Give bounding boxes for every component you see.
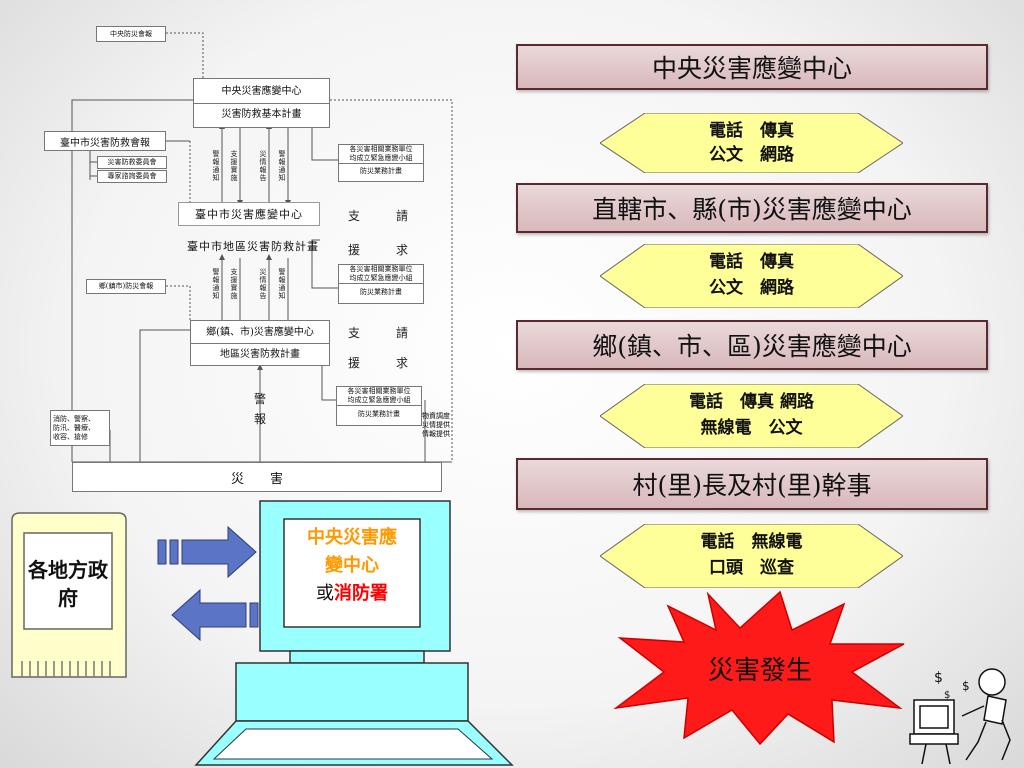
rescue-item-3: 收容、搶修 — [53, 432, 88, 441]
unit-box-2-line2: 均成立緊急應變小組 — [339, 274, 423, 284]
town-center-label: 鄉(鎮、市)災害應變中心 — [191, 322, 329, 344]
logistics-item-1: 物資調度 — [422, 412, 450, 420]
unit-box-3-plan: 防災業務計畫 — [358, 410, 400, 418]
svg-text:$: $ — [944, 690, 950, 701]
comm-hex-2-line2: 公文 網路 — [709, 278, 794, 298]
disaster-burst: 災害發生 — [612, 590, 908, 746]
unit-box-1-plan: 防災業務計畫 — [360, 167, 402, 175]
lower-v-3: 災情報告 — [259, 268, 267, 300]
unit-box-2-plan: 防災業務計畫 — [360, 288, 402, 296]
unit-box-1-line1: 各災害相關業務單位 — [349, 145, 413, 153]
disaster-occur-label: 災害發生 — [707, 656, 812, 686]
comm-hex-4-line1: 電話 無線電 — [700, 532, 803, 552]
computer-illustration — [11, 500, 514, 766]
logistics-item-2: 災情提供 — [422, 421, 450, 429]
banner-central-center: 中央災害應變中心 — [516, 44, 988, 90]
screen-text: 中央災害應 變中心 或消防署 — [284, 524, 420, 608]
upper-v-2: 支援實施 — [230, 150, 238, 182]
comm-hex-3-line2: 無線電 公文 — [700, 418, 803, 438]
support-1: 支 — [348, 209, 361, 223]
svg-text:$: $ — [962, 679, 970, 693]
rescue-list-box: 消防、警察、 防汛、醫療、 收容、搶修 — [50, 410, 110, 446]
unit-box-3-line1: 各災害相關業務單位 — [347, 387, 411, 395]
disaster-box: 災 害 — [72, 462, 442, 492]
town-plan-label: 地區災害防救計畫 — [220, 348, 300, 360]
central-council-box: 中央防災會報 — [96, 26, 166, 42]
comm-hex-1: 電話 傳真 公文 網路 — [599, 112, 904, 174]
comm-hex-1-line2: 公文 網路 — [709, 145, 794, 165]
central-plan-label: 災害防救基本計畫 — [221, 108, 302, 120]
city-center-box: 臺中市災害應變中心 — [178, 202, 320, 226]
comm-hex-4: 電話 無線電 口頭 巡查 — [599, 523, 904, 589]
central-center-box: 中央災害應變中心 災害防救基本計畫 — [193, 78, 330, 128]
unit-box-3-line2: 均成立緊急應變小組 — [337, 396, 421, 406]
screen-line-3: 或消防署 — [284, 580, 420, 608]
comm-hex-4-line2: 口頭 巡查 — [709, 558, 794, 578]
arrow-right-icon — [157, 525, 257, 579]
screen-line-1: 中央災害應 — [307, 527, 397, 548]
unit-box-3: 各災害相關業務單位 均成立緊急應變小組 防災業務計畫 — [336, 386, 422, 426]
seek-2: 求 — [396, 356, 409, 370]
lower-v-2: 支援實施 — [230, 268, 238, 300]
upper-v-1: 警報通知 — [212, 150, 220, 182]
banner-town-center: 鄉(鎮、市、區)災害應變中心 — [516, 320, 988, 370]
upper-v-4: 警報通知 — [278, 150, 286, 182]
assist-1: 援 — [348, 243, 361, 257]
svg-text:$: $ — [934, 670, 943, 686]
local-government-label: 各地方政府 — [28, 558, 108, 610]
unit-box-1-line2: 均成立緊急應變小組 — [339, 154, 423, 164]
city-expert-box: 專家諮詢委員會 — [97, 170, 167, 183]
city-council-box: 臺中市災害防救會報 — [44, 131, 166, 151]
lower-v-1: 警報通知 — [212, 268, 220, 300]
person-computer-clipart-icon: $ $ $ — [909, 668, 1011, 765]
screen-line-2: 變中心 — [325, 555, 379, 576]
unit-box-2: 各災害相關業務單位 均成立緊急應變小組 防災業務計畫 — [338, 264, 424, 304]
arrow-left-icon — [171, 588, 271, 642]
request-2: 請 — [396, 326, 409, 340]
rescue-item-2: 防汛、醫療、 — [53, 423, 95, 432]
logistics-item-3: 情報提供 — [422, 430, 450, 438]
screen-fire: 消防署 — [334, 583, 388, 604]
central-center-label: 中央災害應變中心 — [194, 81, 329, 104]
comm-hex-2: 電話 傳真 公文 網路 — [599, 243, 904, 309]
city-plan-box: 臺中市地區災害防救計畫 — [187, 240, 319, 253]
unit-box-1: 各災害相關業務單位 均成立緊急應變小組 防災業務計畫 — [338, 144, 424, 182]
support-2: 支 — [348, 326, 361, 340]
assist-2: 援 — [348, 356, 361, 370]
request-1: 請 — [396, 209, 409, 223]
seek-1: 求 — [396, 243, 409, 257]
city-committee-box: 災害防救委員會 — [97, 156, 167, 169]
rescue-item-1: 消防、警察、 — [53, 414, 95, 423]
alarm-char-1: 警 — [254, 392, 267, 406]
upper-v-3: 災情報告 — [259, 150, 267, 182]
comm-hex-2-line1: 電話 傳真 — [709, 252, 794, 272]
logistics-list: 物資調度 災情提供 情報提供 — [422, 412, 450, 439]
unit-box-2-line1: 各災害相關業務單位 — [349, 265, 413, 273]
town-council-box: 鄉(鎮市)防災會報 — [86, 279, 166, 294]
screen-or: 或 — [316, 583, 334, 604]
lower-v-4: 警報通知 — [278, 268, 286, 300]
comm-hex-3-line1: 電話 傳真 網路 — [689, 392, 814, 412]
banner-city-center: 直轄市、縣(市)災害應變中心 — [516, 183, 988, 233]
banner-village-chief: 村(里)長及村(里)幹事 — [516, 458, 988, 510]
comm-hex-1-line1: 電話 傳真 — [709, 121, 794, 141]
explosion-burst-icon — [613, 590, 905, 746]
town-center-box: 鄉(鎮、市)災害應變中心 地區災害防救計畫 — [190, 320, 330, 366]
comm-hex-3: 電話 傳真 網路 無線電 公文 — [599, 383, 904, 449]
alarm-char-2: 報 — [254, 412, 267, 426]
